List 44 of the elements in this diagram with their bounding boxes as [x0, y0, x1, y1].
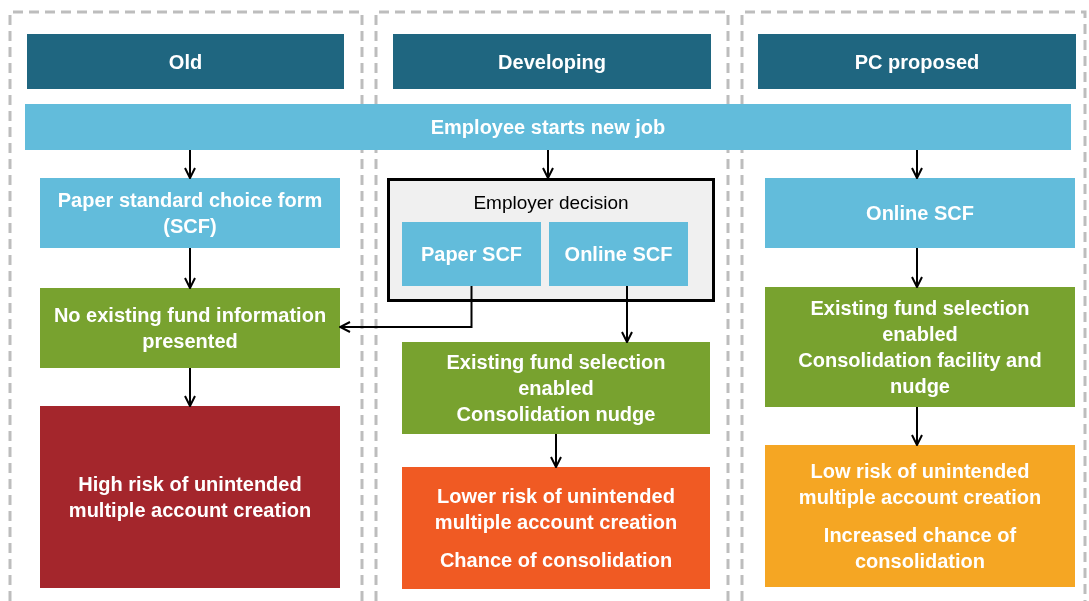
arrow: [184, 367, 196, 407]
arrow: [621, 285, 633, 343]
box-text: Online SCF: [564, 242, 673, 267]
outcome-box: [40, 406, 340, 588]
outcome-box: [402, 467, 710, 589]
box-text: Paper SCF: [420, 242, 523, 267]
arrow: [184, 149, 196, 179]
column-header: [27, 34, 344, 89]
form-box: [549, 222, 688, 286]
form-box: [402, 222, 541, 286]
form-box: [765, 178, 1075, 248]
feature-box: [402, 342, 710, 434]
box-text: Developing: [498, 49, 606, 75]
box-text: Consolidation nudge: [456, 402, 656, 427]
arrow: [911, 149, 923, 179]
box-text: Existing fund selection enabled: [445, 350, 667, 401]
box-text: Paper standard choice form (SCF): [56, 188, 324, 239]
decision-box: [387, 178, 715, 302]
box-text: Low risk of unintended multiple account creation: [797, 459, 1043, 510]
form-box: [40, 178, 340, 248]
box-text: PC proposed: [854, 49, 980, 75]
arrow: [184, 247, 196, 289]
outcome-box: [765, 445, 1075, 587]
feature-box: [765, 287, 1075, 407]
box-text: Old: [168, 49, 203, 75]
box-text: Chance of consolidation: [439, 548, 673, 573]
box-text: Existing fund selection enabled: [809, 296, 1031, 347]
arrow: [550, 433, 562, 468]
column-header: [758, 34, 1076, 89]
feature-box: [40, 288, 340, 368]
box-text: Lower risk of unintended multiple account creation: [433, 484, 679, 535]
start-bar: [25, 104, 1071, 150]
box-title: Employer decision: [473, 191, 629, 215]
arrow: [911, 247, 923, 288]
box-text: High risk of unintended multiple account creation: [67, 472, 313, 523]
column-header: [393, 34, 711, 89]
arrow: [339, 285, 473, 333]
box-text: Employee starts new job: [430, 115, 666, 140]
box-text: Online SCF: [866, 201, 974, 226]
box-text: No existing fund information presented: [52, 303, 328, 354]
arrow: [911, 406, 923, 446]
box-text: Consolidation facility and nudge: [797, 348, 1043, 399]
arrow: [542, 149, 554, 179]
box-text: Increased chance of consolidation: [822, 523, 1018, 574]
